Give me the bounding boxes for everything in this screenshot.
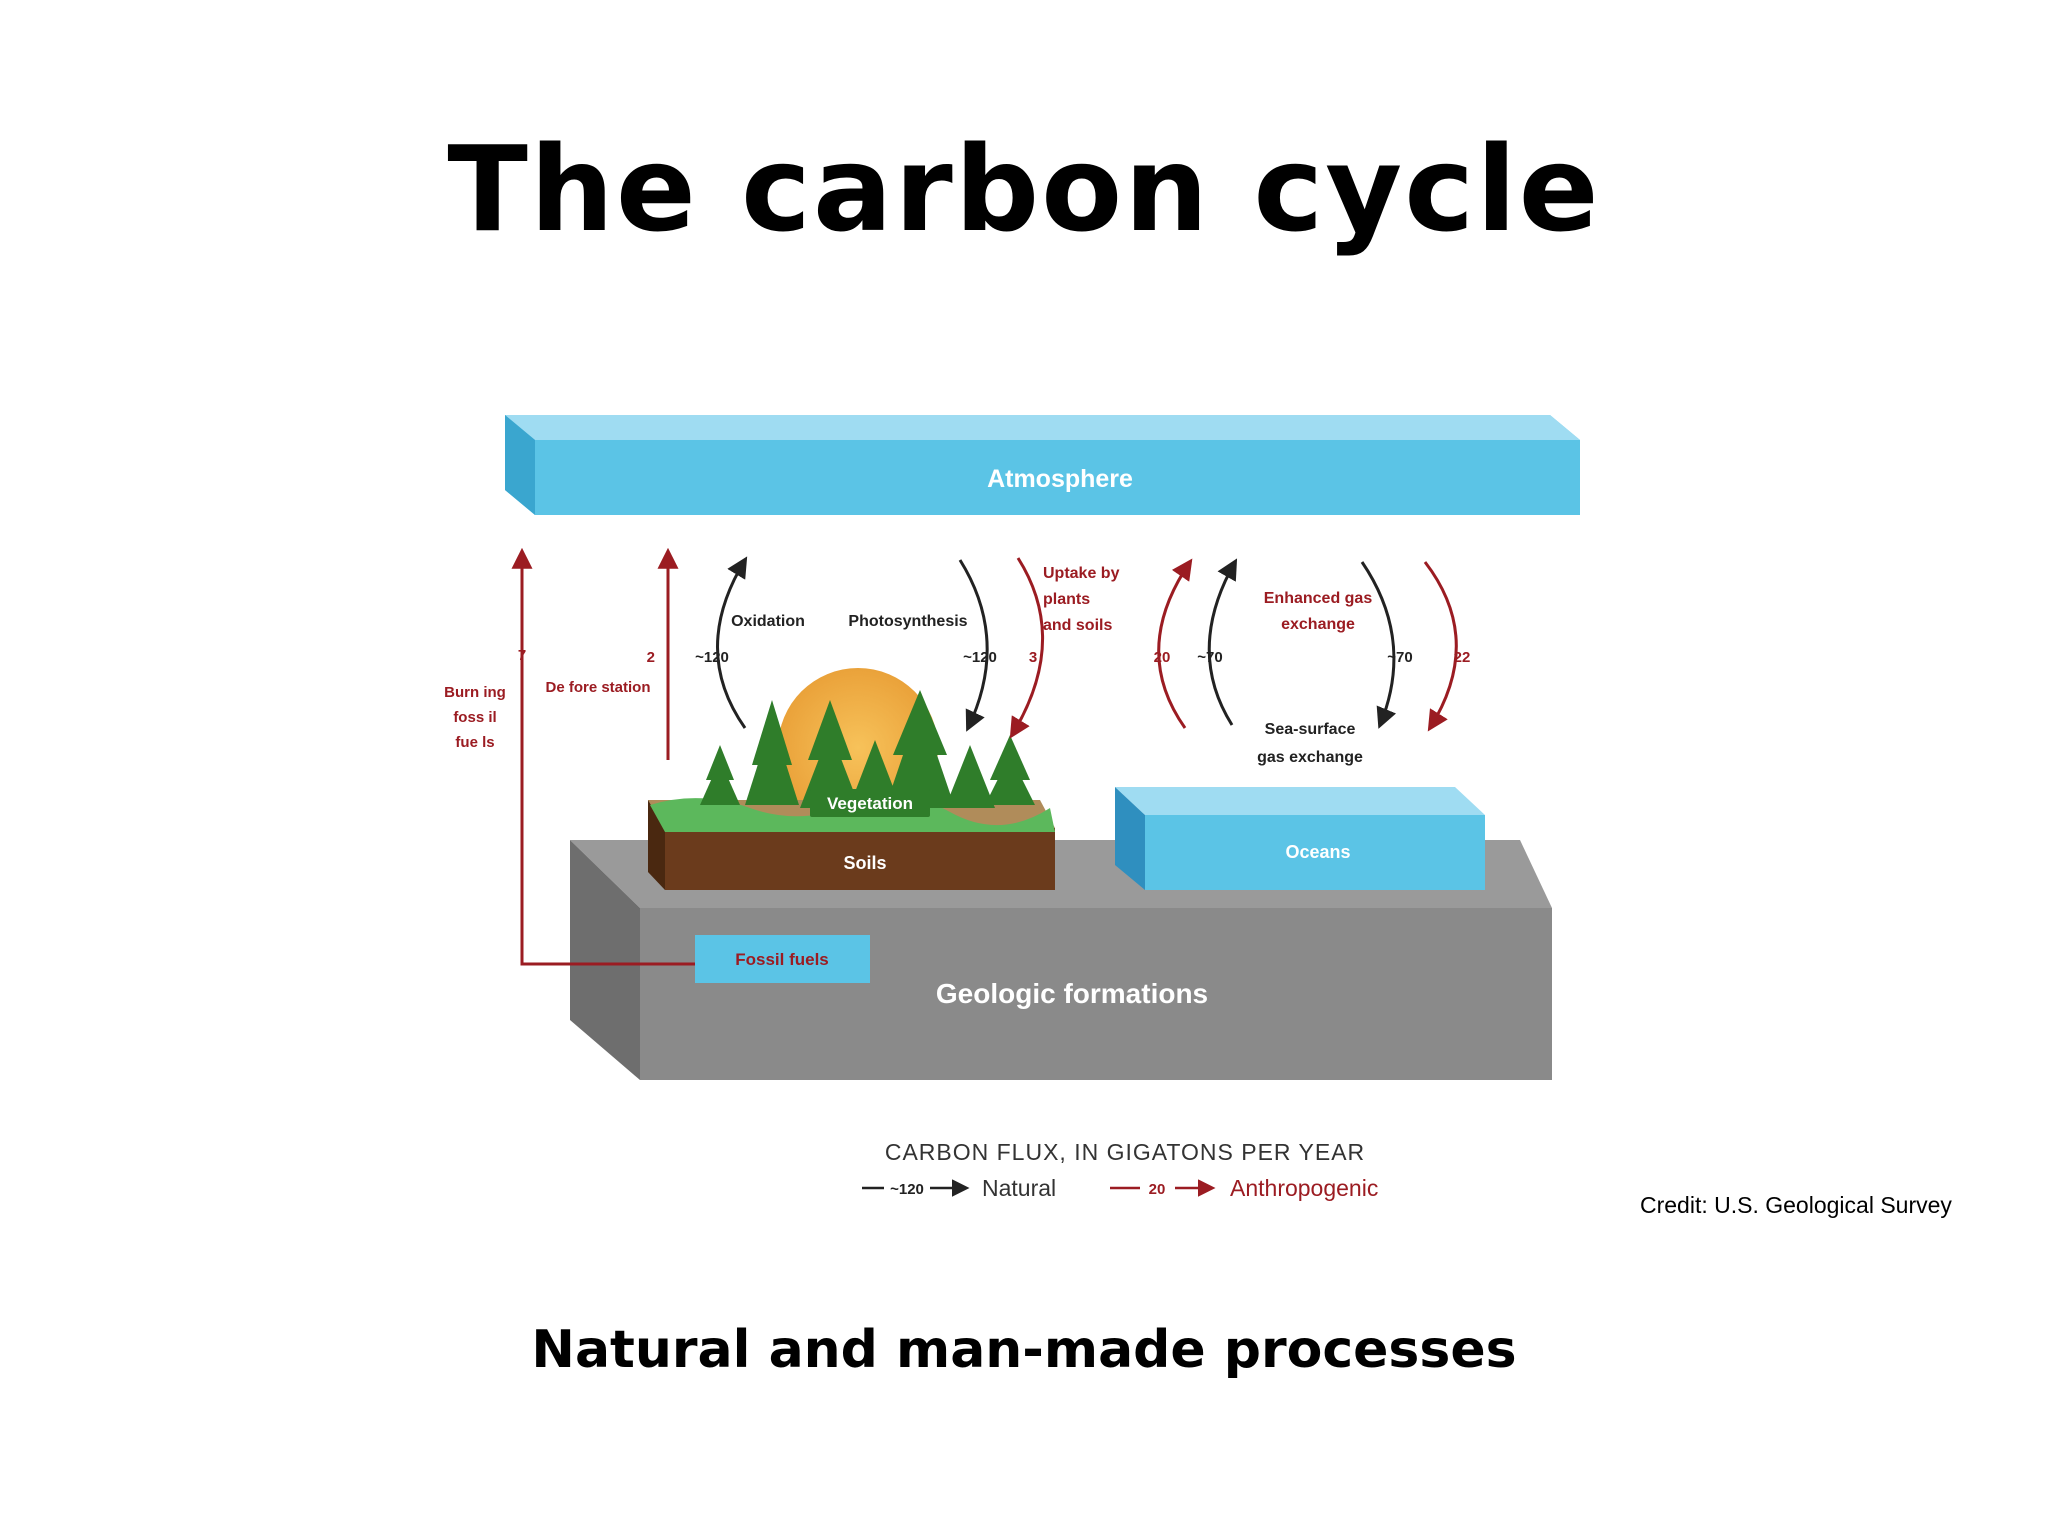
slide-subtitle: Natural and man-made processes xyxy=(531,1320,1517,1380)
photosynthesis-value: ~120 xyxy=(963,649,997,666)
oxidation-value: ~120 xyxy=(695,649,729,666)
legend-title: CARBON FLUX, IN GIGATONS PER YEAR xyxy=(885,1139,1365,1165)
fossil-fuels-label: Fossil fuels xyxy=(735,950,829,969)
seasurface-label-line2: gas exchange xyxy=(1257,749,1363,766)
uptake-value: 3 xyxy=(1029,649,1037,666)
uptake-label-line3: and soils xyxy=(1043,617,1112,634)
uptake-label-line2: plants xyxy=(1043,591,1090,608)
legend-anthro-label: Anthropogenic xyxy=(1230,1175,1378,1201)
credit-text: Credit: U.S. Geological Survey xyxy=(1640,1192,1952,1218)
oceans-reservoir: Oceans xyxy=(1115,787,1485,890)
burning-fossil-fuels-flux: 7 Burn ing foss il fue ls xyxy=(444,547,695,966)
atmosphere-label: Atmosphere xyxy=(987,465,1133,493)
soils-label: Soils xyxy=(843,853,886,873)
burning-label-line3: fue ls xyxy=(455,734,494,751)
oxidation-label: Oxidation xyxy=(731,613,805,630)
enhanced-gas-exchange-label: Enhanced gas exchange xyxy=(1264,590,1373,633)
sea-surface-up-flux: ~70 xyxy=(1197,558,1238,726)
enhanced-label-line1: Enhanced gas xyxy=(1264,590,1373,607)
fossil-fuels-reservoir: Fossil fuels xyxy=(695,935,870,983)
uptake-label-line1: Uptake by xyxy=(1043,565,1120,582)
burning-label-line2: foss il xyxy=(453,709,496,726)
enhanced-up-value: 20 xyxy=(1154,649,1171,666)
deforestation-flux: 2 De fore station xyxy=(545,547,679,760)
vegetation-reservoir: Vegetation xyxy=(810,789,930,817)
burning-value: 7 xyxy=(518,647,526,664)
legend-anthro-sample: 20 xyxy=(1149,1181,1166,1198)
legend: CARBON FLUX, IN GIGATONS PER YEAR ~120 N… xyxy=(862,1139,1378,1201)
seasurface-label-line1: Sea-surface xyxy=(1265,721,1356,738)
oceans-label: Oceans xyxy=(1285,842,1350,862)
forest-trees-icon xyxy=(700,690,1035,808)
sea-surface-down-flux: ~70 xyxy=(1360,561,1413,729)
vegetation-label: Vegetation xyxy=(827,794,913,813)
oxidation-flux: ~120 Oxidation xyxy=(695,556,805,729)
deforestation-value: 2 xyxy=(647,649,655,666)
slide-title: The carbon cycle xyxy=(447,120,1601,258)
seasurface-up-value: ~70 xyxy=(1197,649,1222,666)
photosynthesis-label: Photosynthesis xyxy=(848,613,967,630)
enhanced-down-value: 22 xyxy=(1454,649,1471,666)
deforestation-label: De fore station xyxy=(545,679,650,696)
sea-surface-gas-exchange-label: Sea-surface gas exchange xyxy=(1257,721,1363,766)
burning-label-line1: Burn ing xyxy=(444,684,506,701)
enhanced-gas-exchange-up-flux: 20 xyxy=(1154,558,1193,729)
uptake-flux: 3 Uptake by plants and soils xyxy=(1009,557,1120,739)
legend-natural-label: Natural xyxy=(982,1175,1056,1201)
legend-natural-sample: ~120 xyxy=(890,1181,924,1198)
photosynthesis-flux: ~120 Photosynthesis xyxy=(848,559,997,732)
enhanced-gas-exchange-down-flux: 22 xyxy=(1423,561,1471,732)
atmosphere-reservoir: Atmosphere xyxy=(505,415,1580,515)
enhanced-label-line2: exchange xyxy=(1281,616,1355,633)
seasurface-down-value: ~70 xyxy=(1387,649,1412,666)
geologic-formations-label: Geologic formations xyxy=(936,978,1208,1009)
